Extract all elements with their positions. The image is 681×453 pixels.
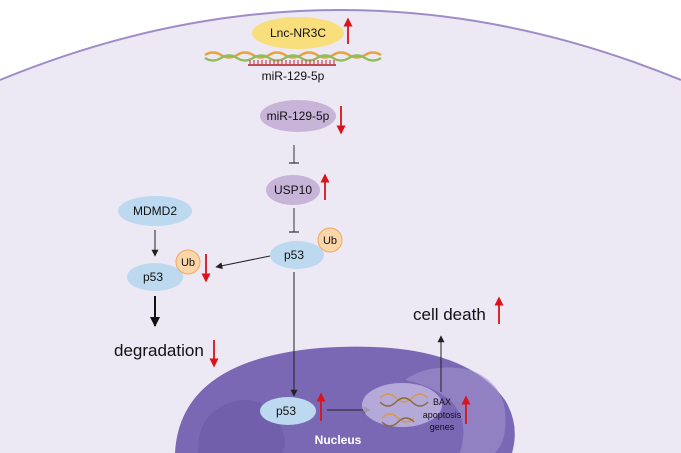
- rna-duplex: [204, 51, 382, 66]
- mirna-node: [260, 100, 336, 132]
- mdmd2-node: [118, 196, 192, 226]
- p53-left-label: p53: [143, 270, 163, 284]
- rna-strand-orange: [204, 51, 382, 59]
- apoptosis-genes-line2: genes: [430, 422, 455, 432]
- nucleus-label: Nucleus: [315, 433, 362, 447]
- p53-left-node: [127, 263, 183, 291]
- dna-helix-b: [379, 397, 429, 407]
- lnc-nr3c-label: Lnc-NR3C: [270, 26, 326, 40]
- degradation-label: degradation: [114, 341, 204, 360]
- p53-nucleus-label: p53: [276, 404, 296, 418]
- p53-nucleus-node: [260, 397, 316, 425]
- ub-left-node: [175, 249, 201, 275]
- mirna-label: miR-129-5p: [267, 109, 330, 123]
- dna-icon: [362, 383, 442, 427]
- lnc-nr3c-node: [252, 17, 344, 49]
- cell-membrane: [0, 9, 681, 81]
- rna-base-pairs: [249, 60, 335, 64]
- ub-left-label: Ub: [181, 257, 195, 269]
- rna-strand-green: [204, 54, 382, 62]
- ub-center-node: [317, 227, 343, 253]
- p53-center-node: [270, 241, 324, 269]
- mdmd2-label: MDMD2: [133, 204, 177, 218]
- cell-death-label: cell death: [413, 305, 486, 324]
- p53-center-label: p53: [284, 248, 304, 262]
- usp10-label: USP10: [274, 183, 312, 197]
- arrow-p53-to-ubiquitinated: [215, 255, 271, 270]
- dna-helix-a: [379, 393, 429, 403]
- ub-center-label: Ub: [323, 235, 337, 247]
- dna-helix-c: [381, 413, 415, 423]
- usp10-node: [266, 175, 320, 205]
- cell-body: [0, 10, 681, 453]
- duplex-mirna-label: miR-129-5p: [262, 69, 325, 83]
- nucleus-highlight: [405, 367, 506, 453]
- dna-helix-d: [381, 417, 415, 427]
- apoptosis-genes-line1: apoptosis: [423, 410, 462, 420]
- bax-label: BAX: [433, 397, 451, 407]
